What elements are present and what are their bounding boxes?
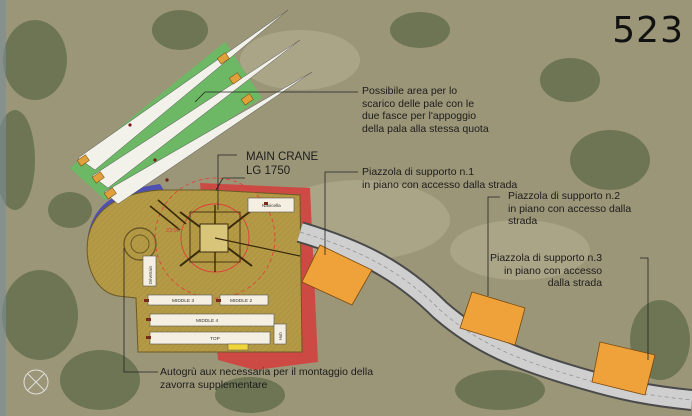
middle4-label: MIDDLE 4 bbox=[196, 318, 218, 324]
support-pad-2 bbox=[459, 291, 526, 346]
pad3-note: Piazzola di supporto n.3 in piano con ac… bbox=[490, 252, 603, 289]
drivetrain-block bbox=[142, 255, 157, 287]
nacelle-label: Navicella bbox=[262, 203, 281, 208]
blade-3 bbox=[103, 71, 313, 205]
nacelle-block bbox=[247, 197, 295, 213]
aux-crane-note: Autogrù aux necessaria per il montaggio … bbox=[160, 366, 374, 391]
hub-block bbox=[273, 323, 287, 345]
blade-1 bbox=[77, 9, 289, 171]
leader-lines bbox=[123, 91, 649, 373]
top-label: TOP bbox=[210, 336, 220, 342]
north-arrow-icon bbox=[23, 369, 49, 395]
support-pads bbox=[301, 244, 656, 396]
main-crane: 23,00 bbox=[149, 177, 301, 299]
pad2-note: Piazzola di supporto n.2 in piano con ac… bbox=[508, 190, 632, 227]
crane-radius bbox=[154, 177, 276, 299]
tower-base bbox=[123, 227, 157, 261]
crane-name: MAIN CRANE bbox=[246, 151, 319, 163]
component-layout: Navicella Drivetrain MIDDLE 3 MIDDLE 2 M… bbox=[142, 197, 295, 351]
blade-2 bbox=[91, 39, 301, 189]
crane-label: MAIN CRANE LG 1750 bbox=[246, 150, 318, 178]
middle2-label: MIDDLE 2 bbox=[230, 298, 252, 304]
pad1-note: Piazzola di supporto n.1 in piano con ac… bbox=[362, 166, 518, 191]
drivetrain-label: Drivetrain bbox=[148, 265, 153, 284]
blade-storage-area bbox=[70, 9, 313, 205]
crane-model: LG 1750 bbox=[246, 165, 291, 177]
support-pad-3 bbox=[591, 341, 656, 396]
middle3-label: MIDDLE 3 bbox=[172, 298, 194, 304]
support-pad-1 bbox=[301, 244, 373, 306]
drawing-number: 523 bbox=[612, 10, 684, 51]
hub-label: Hub bbox=[278, 332, 283, 340]
crane-radius-label: 23,00 bbox=[166, 228, 180, 234]
blade-area-note: Possibile area per lo scarico delle pale… bbox=[362, 85, 489, 135]
